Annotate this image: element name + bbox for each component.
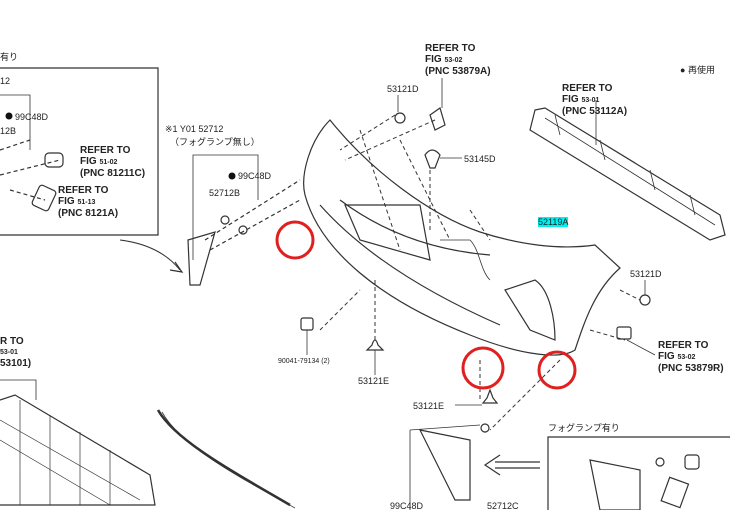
bracket-part (187, 231, 216, 286)
ref-line: R TO (0, 336, 24, 347)
reference-53879R[interactable]: REFER TO FIG 53-02 (PNC 53879R) (658, 340, 724, 374)
ref-fig-number: 53-02 (677, 354, 696, 361)
label-no-fog: （フォグランプ無し） (170, 137, 260, 147)
ref-pnc: (PNC 81211C) (80, 168, 146, 179)
clip-53121D (394, 112, 406, 124)
part-label: 53145D (464, 154, 496, 164)
part-label: 53121E (413, 401, 445, 411)
ref-fig-number: 53-02 (444, 57, 463, 64)
upper-grille (529, 100, 726, 241)
ref-fig-number: 53-01 (581, 97, 600, 104)
reference-8121A[interactable]: REFER TO FIG 51-13 (PNC 8121A) (58, 185, 118, 219)
ref-pnc: 53101) (0, 358, 32, 369)
ref-line: REFER TO (58, 185, 109, 196)
ref-fig-number: 51-02 (99, 159, 118, 166)
ref-pnc: (PNC 53112A) (562, 106, 628, 117)
lower-grille (0, 379, 156, 506)
main-part-number[interactable]: 52119A (538, 217, 569, 227)
part-label: 52712C (487, 501, 519, 510)
label-fog-with: 有り (0, 52, 19, 62)
reference-81211C[interactable]: REFER TO FIG 51-02 (PNC 81211C) (80, 145, 145, 179)
part-label: 12B (0, 126, 17, 136)
part-label: 99C48D (390, 501, 424, 510)
ref-pnc: (PNC 53879R) (658, 363, 724, 374)
connector-part (44, 152, 64, 168)
front-bumper-52119A (303, 119, 621, 356)
reference-53101[interactable]: R TO 53-01 53101) (0, 336, 31, 369)
part-label: 52712B (209, 188, 241, 198)
ref-fig: FIG (58, 196, 75, 207)
marker-circle-3 (537, 350, 577, 390)
ref-fig: FIG (562, 94, 579, 105)
reference-53112A[interactable]: REFER TO FIG 53-01 (PNC 53112A) (562, 83, 627, 117)
part-label: 53121E (358, 376, 390, 386)
ref-fig: FIG (658, 351, 675, 362)
part-label: 99C48D (238, 171, 272, 181)
ref-line: REFER TO (658, 340, 709, 351)
fog-bezel (418, 429, 471, 501)
marker-circle-2 (461, 346, 505, 390)
ref-pnc: (PNC 53879A) (425, 66, 491, 77)
reuse-dot-icon: ● (680, 65, 686, 75)
ref-fig: FIG (425, 54, 442, 65)
ref-fig: FIG (80, 156, 97, 167)
reference-53879A[interactable]: REFER TO FIG 53-02 (PNC 53879A) (425, 43, 491, 77)
leader-lines (319, 114, 641, 431)
highlight-markers (275, 220, 577, 390)
ref-line: REFER TO (425, 43, 476, 54)
ref-line: REFER TO (80, 145, 131, 156)
legend-reuse: ● 再使用 (680, 65, 715, 75)
part-label: 53121D (387, 84, 419, 94)
label-fog-with: フォグランプ有り (548, 423, 620, 433)
trim-strip (156, 409, 291, 507)
note-label: ※1 Y01 52712 (165, 124, 224, 134)
clip-53145D (424, 149, 441, 169)
ref-pnc: (PNC 8121A) (58, 208, 119, 219)
inset-box-fog (547, 436, 730, 510)
part-label: 53121D (630, 269, 662, 279)
legend-text: 再使用 (687, 65, 715, 75)
part-label: 99C48D (15, 112, 49, 122)
marker-circle-1 (275, 220, 315, 260)
ref-fig-number: 51-13 (77, 199, 96, 206)
inset-box-left (0, 67, 159, 236)
part-label: 90041-79134 (2) (278, 358, 330, 365)
ref-line: REFER TO (562, 83, 613, 94)
ref-fig-number: 53-01 (0, 349, 18, 356)
part-label: 12 (0, 76, 11, 86)
